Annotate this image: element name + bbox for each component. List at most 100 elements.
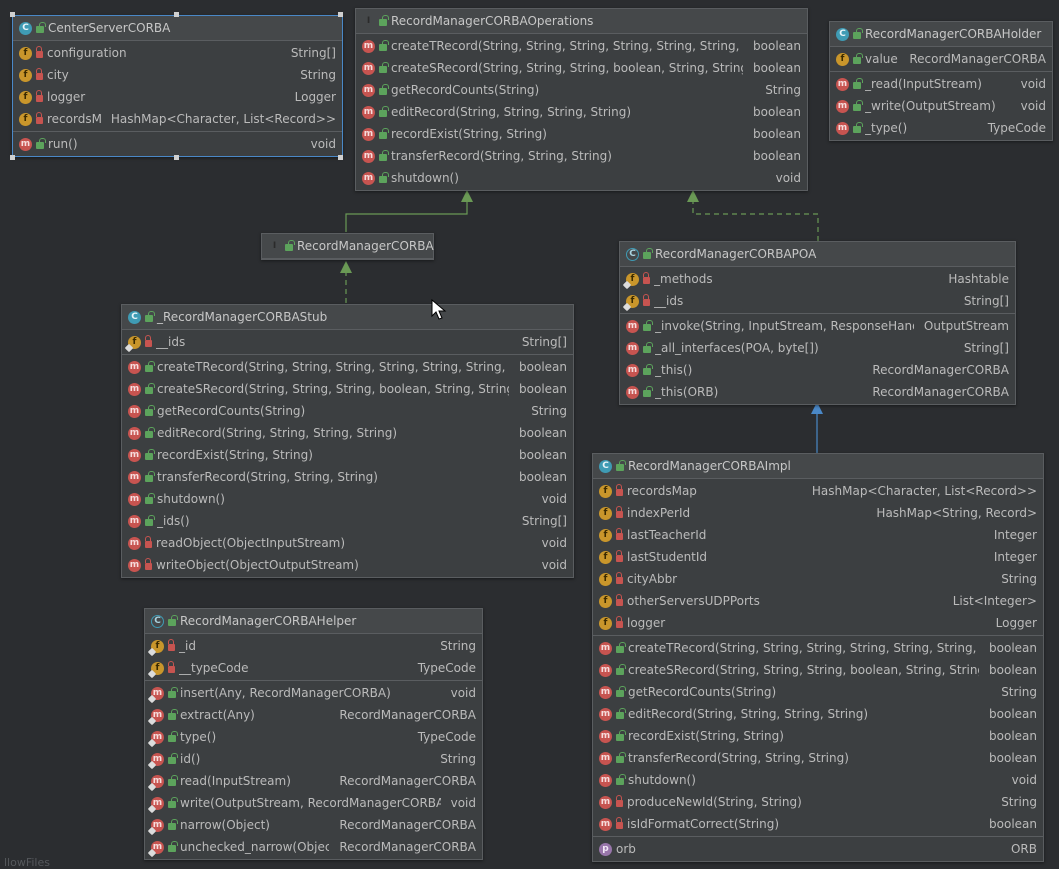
selection-handle[interactable] (10, 12, 15, 17)
member-type: void (775, 171, 801, 185)
field-icon: f (599, 506, 612, 520)
private-lock-icon (616, 572, 623, 584)
member-row[interactable]: m_ids()String[] (122, 510, 573, 532)
node-header[interactable]: C_RecordManagerCORBAStub (122, 305, 573, 330)
member-row[interactable]: m_type()TypeCode (830, 117, 1052, 139)
selection-handle[interactable] (10, 155, 15, 160)
member-type: RecordManagerCORBA (339, 818, 476, 832)
method-icon: m (836, 99, 849, 113)
member-type: boolean (519, 448, 567, 462)
selection-handle[interactable] (338, 12, 343, 17)
member-row[interactable]: m_invoke(String, InputStream, ResponseHa… (620, 315, 1015, 337)
public-lock-icon (145, 493, 155, 504)
member-type: TypeCode (417, 730, 476, 744)
member-row[interactable]: m_write(OutputStream)void (830, 95, 1052, 117)
private-lock-icon (616, 484, 623, 496)
method-icon: m (128, 426, 141, 440)
member-name: id() (180, 752, 201, 766)
selection-handle[interactable] (174, 155, 179, 160)
member-row[interactable]: m_all_interfaces(POA, byte[])String[] (620, 337, 1015, 359)
public-lock-icon (379, 40, 389, 51)
private-lock-icon (616, 550, 623, 562)
member-row[interactable]: m_this()RecordManagerCORBA (620, 359, 1015, 381)
member-row[interactable]: m_this(ORB)RecordManagerCORBA (620, 381, 1015, 403)
member-type: boolean (989, 641, 1037, 655)
member-name: createTRecord(String, String, String, St… (391, 39, 743, 53)
public-lock-icon (145, 383, 155, 394)
member-name: write(OutputStream, RecordManagerCORBA) (180, 796, 441, 810)
selection-handle[interactable] (338, 155, 343, 160)
selection-handle[interactable] (174, 12, 179, 17)
member-row[interactable]: m_read(InputStream)void (830, 73, 1052, 95)
member-name: createTRecord(String, String, String, St… (628, 641, 979, 655)
